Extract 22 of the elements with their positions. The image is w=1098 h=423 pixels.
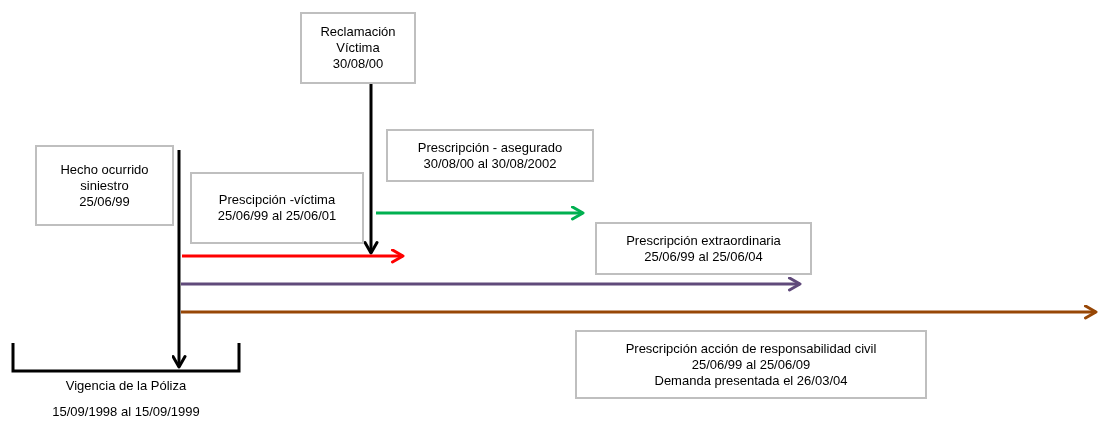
period-label: 15/09/1998 al 15/09/1999 [52,404,200,419]
event-text: Prescripción - asegurado [417,139,563,156]
arrow [363,84,379,255]
event-text: Hecho ocurrido siniestro [59,161,150,194]
event-text: 25/06/99 al 25/06/09 [691,356,811,373]
event-text: 25/06/99 al 25/06/01 [217,208,337,224]
event-box [190,172,364,244]
event-text: Reclamación Víctima [319,24,397,56]
event-box [35,145,174,226]
event-text: 25/06/99 al 25/06/04 [644,248,763,265]
event-text: 25/06/99 [79,193,130,210]
event-text: 30/08/00 [332,56,384,72]
event-box [575,330,927,399]
period-label: Vigencia de la Póliza [65,378,187,393]
event-text: Prescipción -víctima [218,192,336,208]
event-text: 30/08/00 al 30/08/2002 [423,155,557,172]
event-text: Demanda presentada el 26/03/04 [654,372,848,389]
event-text: Prescripción acción de responsabilidad civil [625,340,877,357]
event-box [595,222,812,275]
event-text: Prescripción extraordinaria [626,232,781,249]
event-box [300,12,416,84]
event-box [386,129,594,182]
